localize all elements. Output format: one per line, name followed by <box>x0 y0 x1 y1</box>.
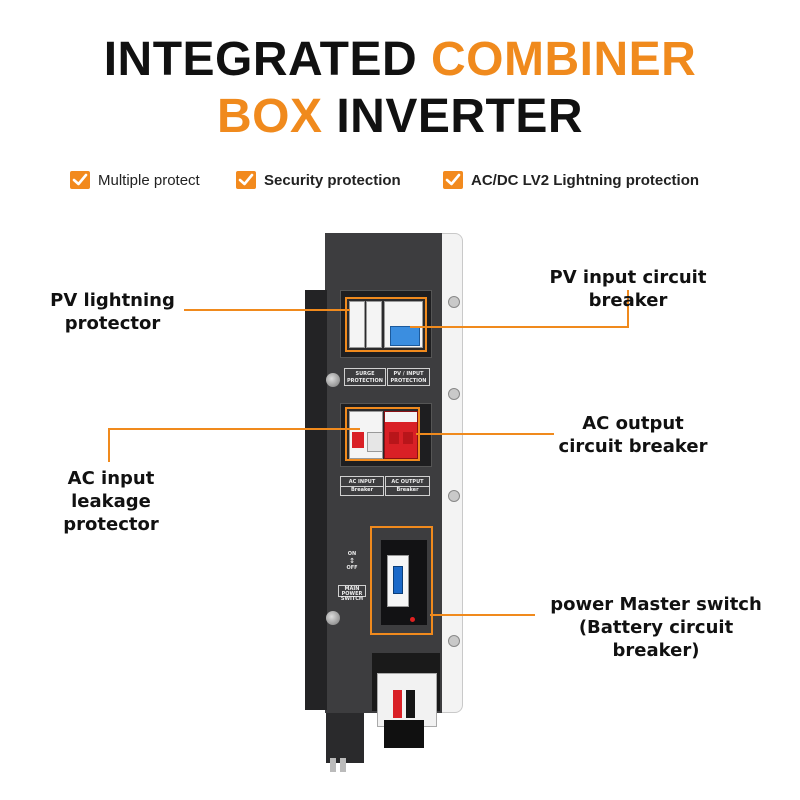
ac-output-breaker-module <box>384 411 418 459</box>
callout-line-text: PV input circuit breaker <box>549 267 707 311</box>
screw <box>448 490 460 502</box>
rs-port-block <box>326 713 364 763</box>
feature-item: Multiple protect <box>70 170 200 190</box>
check-icon <box>443 171 463 189</box>
callout-ac-output-circuit-breaker: AC output circuit breaker <box>553 412 713 458</box>
check-icon <box>236 171 256 189</box>
callout-line-master-switch <box>430 614 535 616</box>
port-pin <box>330 758 336 772</box>
pv-breaker-lever <box>390 326 420 346</box>
label-line: SWITCH <box>340 596 364 602</box>
label-line: Breaker <box>341 486 383 494</box>
callout-line-text: protector <box>64 313 161 334</box>
callout-line-ac-output <box>416 433 554 435</box>
battery-connector <box>384 720 424 748</box>
title-line-2: BOX INVERTER <box>0 90 800 144</box>
on-label: ON <box>347 551 357 557</box>
callout-line-text: protector <box>63 514 159 535</box>
callout-line-text: power Master switch <box>550 594 762 615</box>
pv-input-protection-label: PV / INPUT PROTECTION <box>387 368 430 386</box>
title-line-1: INTEGRATED COMBINER <box>0 33 800 87</box>
callout-line-pv-input-vertical <box>627 290 629 328</box>
on-off-indicator: ON ↕ OFF <box>343 551 361 571</box>
callout-line-ac-input-vertical <box>108 428 110 462</box>
callout-ac-input-leakage-protector: AC input leakage protector <box>28 467 194 536</box>
up-down-arrow-icon: ↕ <box>349 557 355 565</box>
title-word-inverter: INVERTER <box>336 90 584 143</box>
callout-pv-input-circuit-breaker: PV input circuit breaker <box>510 266 746 312</box>
ac-output-lever <box>389 432 399 444</box>
feature-item: AC/DC LV2 Lightning protection <box>443 170 699 190</box>
callout-line-text: AC input leakage <box>67 468 155 512</box>
ac-breaker-window <box>345 407 420 461</box>
negative-cable <box>406 690 415 718</box>
off-label: OFF <box>346 565 358 571</box>
port-pin <box>340 758 346 772</box>
breaker-top-label <box>385 412 417 422</box>
label-line: SURGE <box>355 371 375 377</box>
surge-protection-label: SURGE PROTECTION <box>344 368 386 386</box>
label-line: PV / INPUT <box>393 371 424 377</box>
label-line: Breaker <box>386 486 429 494</box>
positive-cable <box>393 690 402 718</box>
screw <box>448 388 460 400</box>
callout-line-pv-lightning <box>184 309 350 311</box>
ac-output-lever <box>403 432 413 444</box>
screw <box>448 296 460 308</box>
main-power-switch-label: MAIN POWER SWITCH <box>338 585 366 602</box>
mounting-bracket <box>305 290 327 710</box>
callout-pv-lightning-protector: PV lightning protector <box>30 289 195 335</box>
master-switch-frame <box>370 526 433 635</box>
check-icon <box>70 171 90 189</box>
title-word-combiner: COMBINER <box>430 33 697 86</box>
label-line: MAIN POWER <box>341 586 363 597</box>
feature-label: Security protection <box>264 171 401 189</box>
label-line: AC INPUT <box>348 479 376 485</box>
callout-line-text: PV lightning <box>50 290 175 311</box>
leakage-test-block <box>367 432 383 452</box>
bolt <box>326 611 340 625</box>
callout-power-master-switch: power Master switch (Battery circuit bre… <box>536 593 776 662</box>
pv-breaker-module <box>384 301 423 348</box>
callout-line-text: (Battery circuit breaker) <box>578 617 734 661</box>
indicator-led <box>410 617 415 622</box>
screw <box>448 635 460 647</box>
ac-input-breaker-label: AC INPUT Breaker <box>340 476 384 496</box>
bolt <box>326 373 340 387</box>
feature-list: Multiple protect Security protection AC/… <box>0 170 800 190</box>
callout-line-text: AC output <box>582 413 684 434</box>
surge-module <box>366 301 382 348</box>
label-line: PROTECTION <box>347 378 383 384</box>
feature-item: Security protection <box>236 170 401 190</box>
callout-line-ac-input <box>108 428 360 430</box>
label-line: PROTECTION <box>390 378 427 384</box>
feature-label: Multiple protect <box>98 171 200 189</box>
feature-label: AC/DC LV2 Lightning protection <box>471 171 700 189</box>
master-switch-toggle <box>393 566 403 594</box>
label-line: AC OUTPUT <box>391 479 424 485</box>
ac-output-breaker-label: AC OUTPUT Breaker <box>385 476 430 496</box>
surge-module <box>349 301 365 348</box>
ac-input-lever <box>352 432 364 448</box>
ac-input-leakage-module <box>349 411 383 459</box>
callout-line-text: circuit breaker <box>558 436 708 457</box>
callout-line-pv-input <box>410 326 629 328</box>
title-word-integrated: INTEGRATED <box>103 33 418 86</box>
pv-breaker-window <box>345 297 427 352</box>
title-word-box: BOX <box>216 90 323 143</box>
